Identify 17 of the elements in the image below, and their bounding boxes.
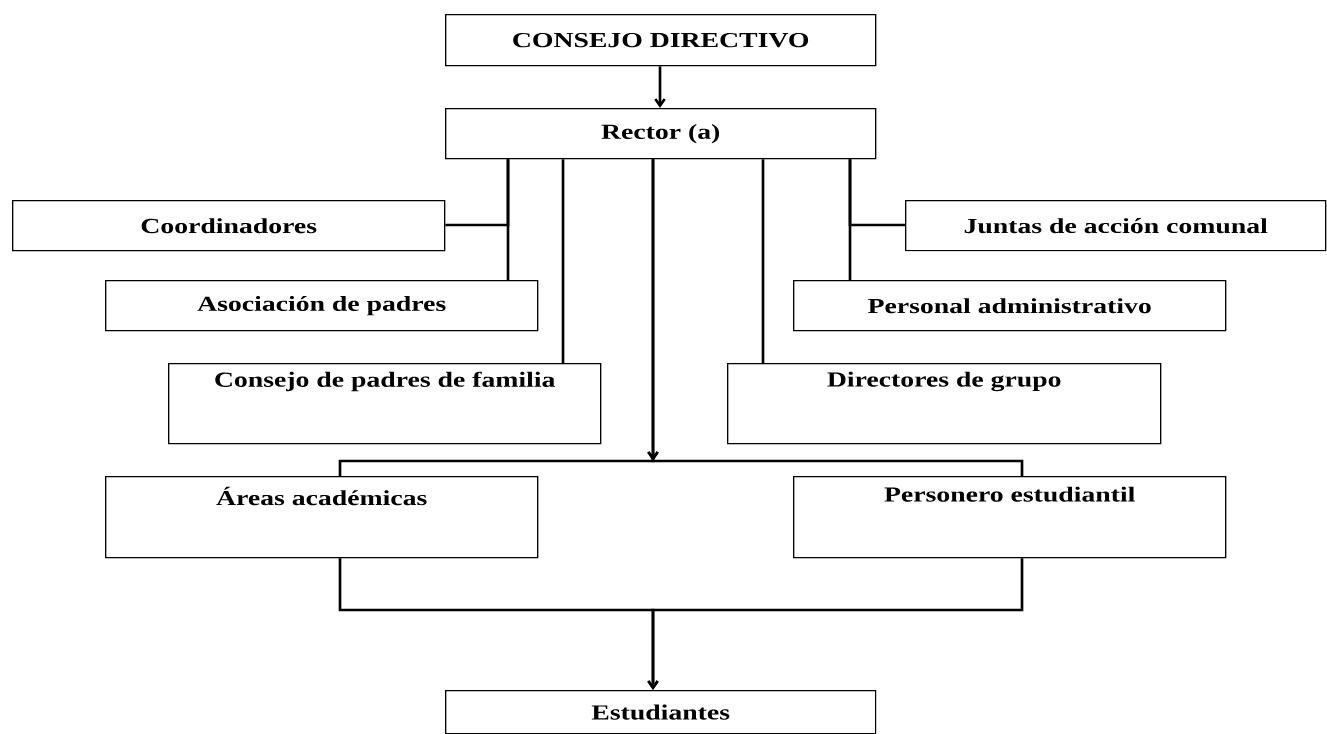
connector-line — [506, 159, 510, 280]
org-box: Consejo de padres de familia — [168, 363, 602, 445]
org-box: Áreas académicas — [105, 476, 539, 559]
org-box: Asociación de padres — [105, 280, 539, 332]
arrow — [654, 66, 666, 108]
connector-line — [761, 159, 765, 363]
org-box: Estudiantes — [445, 690, 877, 734]
org-box: Juntas de acción comunal — [905, 200, 1327, 252]
org-box: CONSEJO DIRECTIVO — [445, 14, 877, 67]
arrow — [647, 558, 1024, 690]
connector-line — [848, 159, 905, 227]
org-box: Rector (a) — [445, 108, 877, 160]
org-box: Directores de grupo — [727, 363, 1162, 445]
org-box: Personal administrativo — [793, 280, 1227, 332]
connector-line — [561, 159, 565, 363]
org-box: Coordinadores — [12, 200, 446, 252]
org-box: Personero estudiantil — [793, 476, 1227, 559]
